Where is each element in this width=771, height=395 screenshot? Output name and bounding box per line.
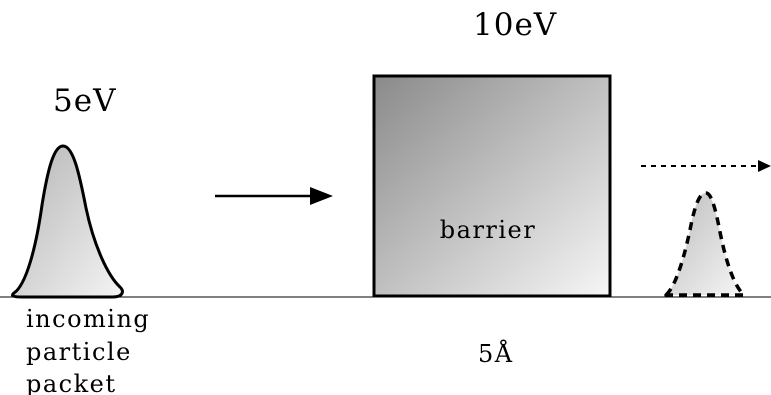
packet-caption-line-3: packet: [26, 370, 117, 395]
packet-caption-line-2: particle: [26, 338, 132, 366]
incoming-wave-packet: [10, 144, 124, 299]
transmitted-arrow: [641, 160, 771, 172]
packet-caption-line-1: incoming: [26, 305, 150, 333]
barrier-height-label: 10eV: [473, 7, 557, 43]
barrier-name-label: barrier: [440, 216, 536, 244]
incident-energy-label: 5eV: [53, 83, 116, 119]
barrier-box: [372, 74, 612, 298]
barrier-width-label: 5Å: [478, 339, 514, 368]
transmitted-wave-packet: [664, 191, 746, 297]
incident-arrow: [215, 187, 333, 205]
